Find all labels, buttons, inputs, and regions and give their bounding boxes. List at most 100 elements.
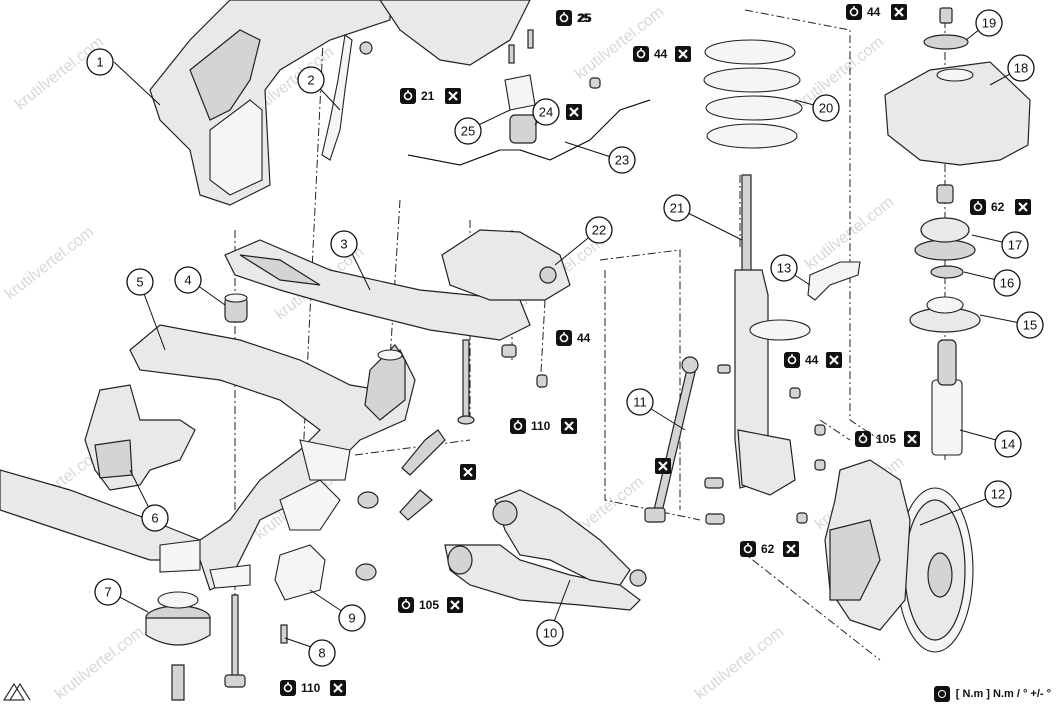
svg-text:krutilvertel.com: krutilvertel.com (52, 624, 147, 704)
svg-text:44: 44 (805, 353, 819, 367)
svg-text:13: 13 (777, 261, 791, 276)
svg-text:20: 20 (819, 101, 833, 116)
legend-text: [ N.m ] N.m / ° +/- ° (955, 688, 1051, 700)
torque-25-top: 25 (555, 9, 591, 27)
callout-14: 14 (994, 430, 1022, 458)
bolts-lower (224, 594, 288, 688)
bracket-part-13 (807, 261, 861, 301)
torque-62-strut: 62 (969, 197, 1033, 217)
bracket-part-9 (274, 544, 326, 601)
bar-bushing-part-24 (504, 29, 537, 144)
svg-text:14: 14 (1001, 437, 1015, 452)
washer-part-16 (930, 265, 964, 279)
torque-wrench-icon (933, 686, 950, 702)
body-front-rail (149, 0, 531, 206)
callout-13: 13 (770, 254, 798, 282)
svg-text:krutilvertel.com: krutilvertel.com (692, 624, 787, 704)
callout-9: 9 (338, 604, 366, 632)
svg-text:3: 3 (340, 237, 347, 252)
callout-6: 6 (141, 504, 169, 532)
svg-text:15: 15 (1023, 318, 1037, 333)
callout-17: 17 (1001, 231, 1029, 259)
svg-text:44: 44 (577, 331, 591, 345)
callout-19: 19 (975, 9, 1003, 37)
misc-bolts (355, 77, 826, 581)
callout-15: 15 (1016, 311, 1044, 339)
svg-text:21: 21 (670, 201, 684, 216)
callout-7: 7 (94, 578, 122, 606)
bracket-part-2 (321, 34, 373, 161)
callout-16: 16 (993, 269, 1021, 297)
callout-1: 1 (86, 48, 114, 76)
svg-text:110: 110 (531, 419, 551, 433)
svg-text:62: 62 (991, 200, 1005, 214)
top-bearing-part-19 (923, 7, 969, 50)
torque-44-crossmember: 44 (555, 329, 591, 347)
torque-105-knuckle: 105 (854, 429, 922, 449)
dust-cover-part-18 (884, 61, 1031, 166)
callout-5: 5 (126, 268, 154, 296)
torque-21: 21 (399, 86, 463, 106)
engine-mount-part-6 (84, 384, 196, 491)
svg-text:2: 2 (307, 73, 314, 88)
torque-62-balljoint: 62 (739, 539, 801, 559)
callout-18: 18 (1007, 54, 1035, 82)
callout-25-upper: 25 (578, 11, 592, 25)
control-arm-part-10 (444, 489, 647, 611)
svg-text:10: 10 (543, 626, 557, 641)
torque-44-link: 44 (783, 350, 844, 370)
strut-part-21 (734, 174, 811, 496)
svg-text:1: 1 (96, 55, 103, 70)
svg-text:25: 25 (461, 124, 475, 139)
svg-text:19: 19 (982, 16, 996, 31)
callout-11: 11 (626, 388, 654, 416)
svg-text:4: 4 (184, 273, 191, 288)
callout-25-lower: 25 (454, 117, 482, 145)
top-mount-part-17 (914, 184, 976, 261)
bump-stop-part-14 (931, 339, 963, 456)
svg-text:25: 25 (578, 11, 592, 25)
stabilizer-bar-part-23 (407, 99, 651, 166)
svg-text:110: 110 (301, 681, 321, 695)
bushing-part-4 (224, 293, 248, 323)
callout-8: 8 (308, 639, 336, 667)
svg-text:7: 7 (104, 585, 111, 600)
coil-spring-part-20 (703, 39, 803, 149)
torque-110-subframe: 110 (509, 416, 579, 436)
callout-20: 20 (812, 94, 840, 122)
svg-text:24: 24 (539, 105, 553, 120)
torque-44-stabilizer: 44 (632, 44, 693, 64)
svg-text:23: 23 (615, 153, 629, 168)
svg-text:105: 105 (876, 432, 896, 446)
svg-text:5: 5 (136, 275, 143, 290)
svg-text:62: 62 (761, 542, 775, 556)
svg-text:8: 8 (318, 646, 325, 661)
torque-105-arm: 105 (397, 595, 465, 615)
callout-2: 2 (297, 66, 325, 94)
torque-44-top-mount: 44 (845, 2, 909, 22)
svg-text:9: 9 (348, 611, 355, 626)
callout-4: 4 (174, 266, 202, 294)
svg-text:25: 25 (577, 11, 591, 25)
svg-text:18: 18 (1014, 61, 1028, 76)
mount-part-7 (145, 591, 211, 701)
torque-legend: [ N.m ] N.m / ° +/- ° (933, 686, 1051, 702)
svg-text:17: 17 (1008, 238, 1022, 253)
svg-text:11: 11 (633, 395, 647, 410)
callout-10: 10 (536, 619, 564, 647)
callout-24: 24 (532, 98, 560, 126)
publisher-logo (2, 682, 31, 701)
subframe-part-5 (0, 324, 416, 591)
callout-3: 3 (330, 230, 358, 258)
svg-text:12: 12 (991, 487, 1005, 502)
svg-text:44: 44 (654, 47, 668, 61)
svg-text:krutilvertel.com: krutilvertel.com (792, 34, 887, 114)
callout-22: 22 (585, 216, 613, 244)
hub-disc-part-12 (824, 459, 974, 653)
crossmember-part-3 (224, 239, 531, 341)
stabilizer-link-part-11 (644, 356, 699, 523)
callout-23: 23 (608, 146, 636, 174)
torque-110-bottom: 110 (279, 678, 348, 698)
svg-text:16: 16 (1000, 276, 1014, 291)
